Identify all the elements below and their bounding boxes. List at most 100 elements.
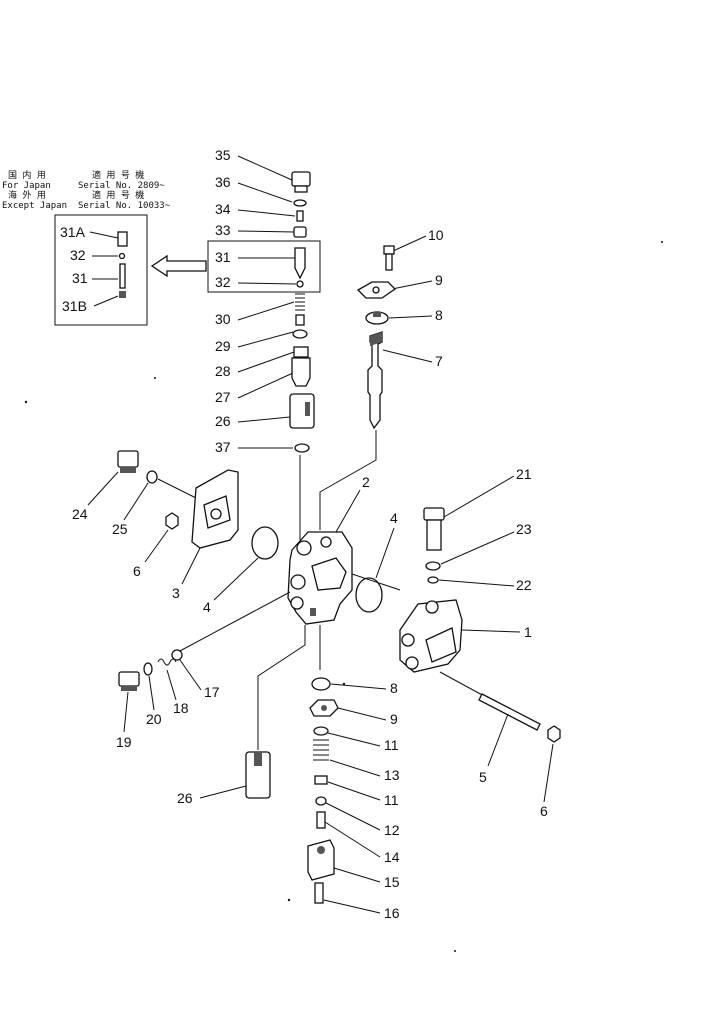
hollow-arrow-icon (150, 254, 207, 278)
lower-spool-26: 26 (177, 625, 306, 806)
leader-6-right (543, 743, 554, 803)
guide-line-spool (319, 430, 377, 530)
part-28 (293, 346, 309, 358)
inset-frame (54, 214, 148, 326)
label-5: 5 (479, 769, 487, 785)
label-8-lower: 8 (390, 680, 398, 696)
leader-1 (461, 629, 521, 633)
leader-13 (329, 759, 381, 777)
part-31-inset (119, 263, 126, 289)
part-33 (293, 226, 307, 238)
part-31-stack (294, 247, 306, 280)
label-14: 14 (384, 849, 400, 865)
leader-28 (237, 351, 295, 373)
scan-speck (454, 950, 456, 952)
label-35: 35 (215, 147, 231, 163)
part-4-left (251, 526, 279, 560)
label-25: 25 (112, 521, 128, 537)
legend-line1-jp: 国 内 用 (8, 169, 46, 181)
part-15 (307, 839, 335, 881)
label-10: 10 (428, 227, 444, 243)
leader-20 (148, 675, 155, 711)
part-2-shade (310, 608, 316, 616)
part-26-top-slot (305, 402, 310, 416)
label-17: 17 (204, 684, 220, 700)
oring-4-group: 4 4 (203, 510, 398, 615)
label-19: 19 (116, 734, 132, 750)
part-26-top (289, 393, 315, 429)
label-32-inset: 32 (70, 247, 86, 263)
scan-speck (661, 241, 663, 243)
leader-9-top (391, 280, 433, 290)
label-9-top: 9 (435, 272, 443, 288)
part-2-port-c (290, 574, 306, 590)
leader-31A (89, 231, 119, 239)
scan-speck (154, 377, 156, 379)
guide-body-to-1 (351, 573, 401, 591)
part-26-lower-shade (254, 752, 262, 766)
leader-2 (335, 489, 361, 533)
leader-21 (443, 475, 515, 518)
label-18: 18 (173, 700, 189, 716)
part-13-spring (313, 739, 329, 761)
label-30: 30 (215, 311, 231, 327)
label-4-right: 4 (390, 510, 398, 526)
leader-3 (181, 547, 201, 585)
part-35-plug (291, 171, 311, 187)
part-19-plug (118, 671, 140, 687)
leader-36 (237, 182, 293, 203)
label-26-lower: 26 (177, 790, 193, 806)
leader-14 (324, 821, 381, 858)
label-36: 36 (215, 174, 231, 190)
part-7-tip (370, 332, 382, 346)
leader-27 (237, 372, 294, 399)
leader-26-lower (199, 785, 247, 799)
part-34 (296, 210, 304, 222)
part-29-pin (295, 314, 305, 326)
part-11-lower (314, 775, 328, 785)
part-3-hole (210, 508, 222, 520)
legend-serial-japan: Serial No. 2809~ (78, 181, 165, 191)
label-31-inset: 31 (72, 270, 88, 286)
label-28: 28 (215, 363, 231, 379)
right-cover-group: 21 23 22 1 5 6 (399, 466, 561, 819)
leader-32-stack (237, 282, 297, 285)
valve-body-2: 2 (287, 474, 370, 625)
part-14 (316, 811, 326, 829)
label-31B: 31B (62, 298, 87, 314)
label-29: 29 (215, 338, 231, 354)
part-11-upper (313, 726, 329, 736)
part-9-lower-hole (321, 705, 327, 711)
left-lower-parts: 17 18 20 19 (116, 649, 220, 750)
part-32-inset (118, 252, 126, 260)
leader-12 (325, 802, 381, 831)
left-cover-group: 24 25 3 6 (72, 450, 239, 601)
leader-8-top (388, 315, 433, 319)
part-25-oring (146, 470, 158, 484)
leader-11-upper (327, 732, 381, 747)
label-12: 12 (384, 822, 400, 838)
leader-19 (123, 691, 129, 733)
guide-body-to-17 (177, 591, 291, 653)
scan-speck (287, 898, 291, 902)
part-1-face (425, 627, 457, 663)
leader-35 (237, 155, 293, 181)
part-35-thread (294, 185, 308, 193)
label-3: 3 (172, 585, 180, 601)
label-2: 2 (362, 474, 370, 490)
part-4-right (355, 577, 383, 613)
leader-16 (323, 899, 381, 914)
label-24: 24 (72, 506, 88, 522)
label-22: 22 (516, 577, 532, 593)
leader-8-lower (330, 683, 387, 690)
part-10-head (383, 245, 395, 255)
stack-box-31-32 (207, 240, 321, 293)
guide-1-to-5 (439, 671, 485, 697)
lower-stack-parts: 8 9 11 13 11 12 14 15 16 (307, 625, 400, 921)
leader-31B (93, 295, 119, 307)
part-7-spool (367, 331, 383, 430)
part-19-thread (121, 686, 137, 691)
leader-25 (123, 482, 149, 521)
part-12 (315, 796, 327, 806)
part-18-spring (157, 658, 177, 666)
